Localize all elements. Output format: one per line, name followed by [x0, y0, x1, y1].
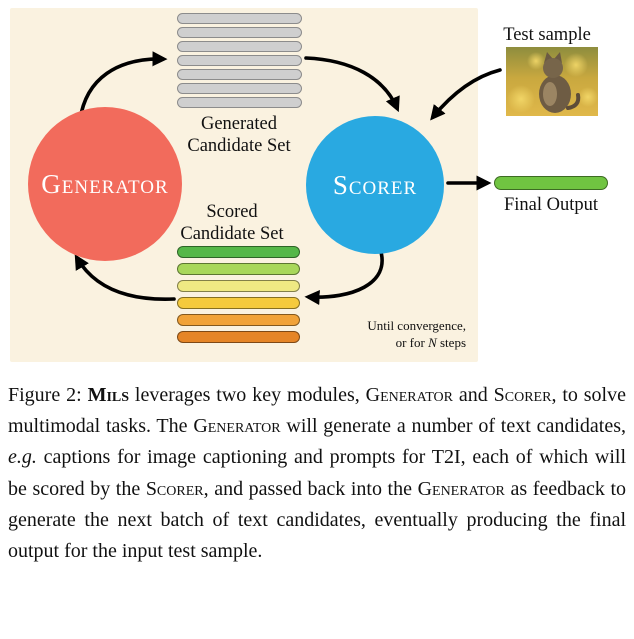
scored-candidate-bar: [177, 331, 300, 343]
generated-candidate-bar: [177, 83, 302, 94]
generator-node: Generator: [28, 107, 182, 261]
generated-candidate-bars: [177, 13, 302, 108]
generated-candidate-bar: [177, 13, 302, 24]
convergence-note-line2: or for N steps: [395, 334, 466, 350]
scored-candidate-bar: [177, 314, 300, 326]
generated-candidate-bar: [177, 97, 302, 108]
test-sample-label: Test sample: [503, 25, 591, 45]
generated-candidate-bar: [177, 41, 302, 52]
scored-candidate-bars: [177, 246, 300, 343]
final-output-label: Final Output: [503, 195, 599, 215]
scored-set-label-line2: Candidate Set: [180, 223, 284, 244]
scored-set-label-line1: Scored: [206, 202, 258, 222]
generated-set-label: Generated Candidate Set: [159, 114, 319, 158]
figure-caption: Figure 2: Mils leverages two key modules…: [8, 384, 626, 562]
scored-candidate-bar: [177, 246, 300, 258]
scorer-node: Scorer: [306, 116, 444, 254]
generated-set-label-line2: Candidate Set: [187, 135, 291, 156]
scored-candidate-bar: [177, 297, 300, 309]
generated-candidate-bar: [177, 55, 302, 66]
generator-label: Generator: [41, 168, 169, 199]
convergence-note: Until convergence, or for N steps: [318, 318, 466, 352]
scored-set-label: Scored Candidate Set: [152, 202, 312, 246]
scored-candidate-bar: [177, 280, 300, 292]
scorer-label: Scorer: [332, 169, 418, 200]
final-output-bar: [494, 176, 608, 190]
test-sample-image: [506, 47, 598, 116]
generated-set-label-line1: Generated: [200, 114, 277, 134]
scored-candidate-bar: [177, 263, 300, 275]
convergence-note-line1: Until convergence,: [367, 318, 466, 333]
cat-silhouette: [539, 52, 581, 113]
mils-diagram: Generator Scorer Generated Candidate Set…: [10, 8, 608, 362]
generated-candidate-bar: [177, 27, 302, 38]
generated-candidate-bar: [177, 69, 302, 80]
